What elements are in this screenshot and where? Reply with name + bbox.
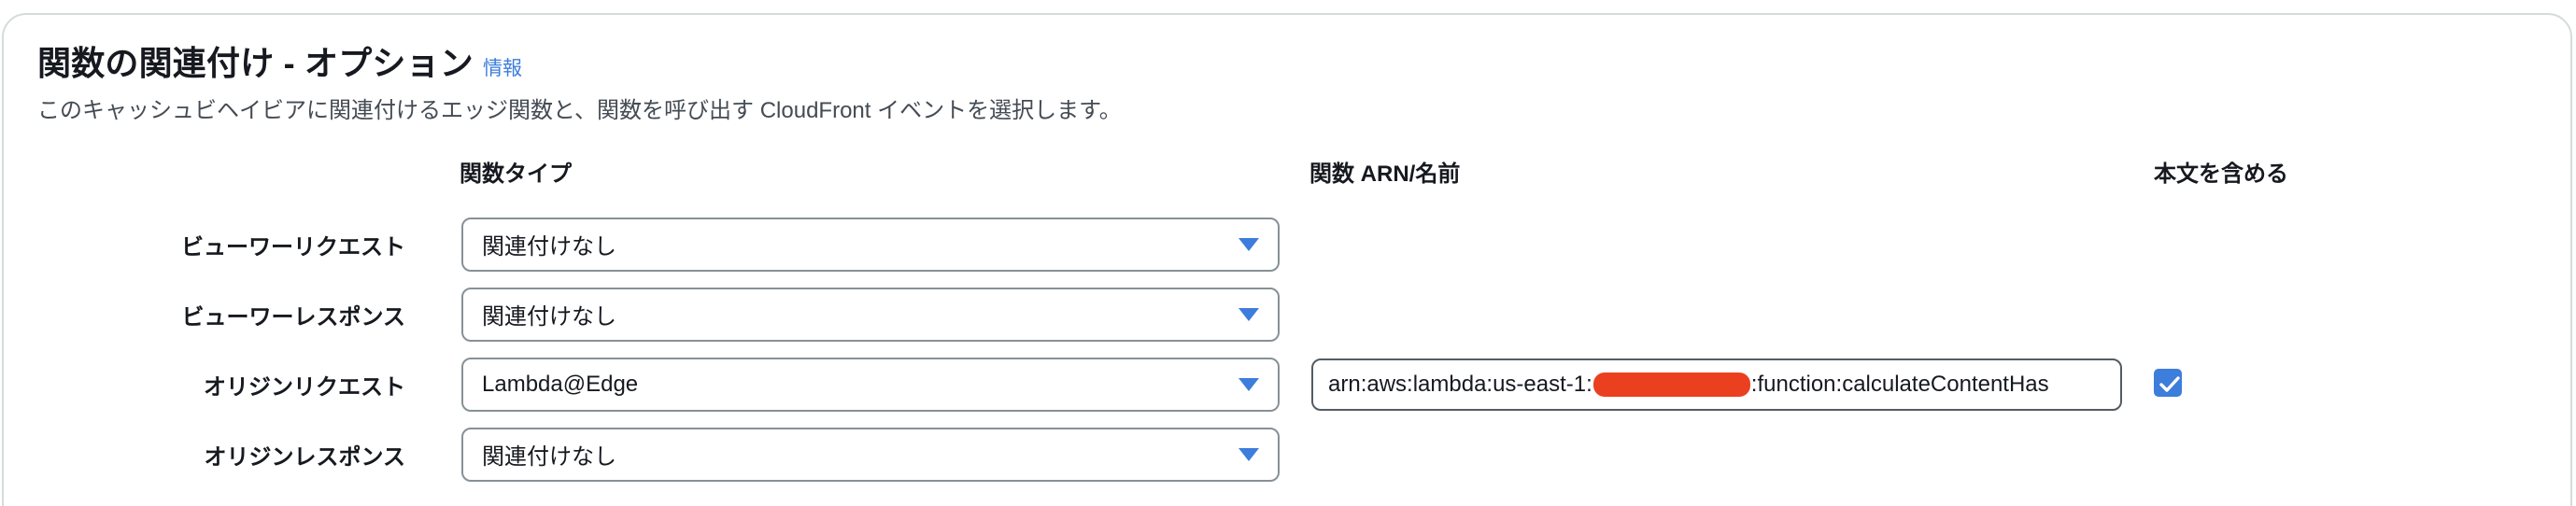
function-associations-panel: 関数の関連付け - オプション 情報 このキャッシュビヘイビアに関連付けるエッジ… [2, 13, 2572, 506]
row-label-viewer-response: ビューワーレスポンス [181, 304, 405, 330]
function-type-select-viewer-response[interactable]: 関連付けなし [461, 287, 1280, 342]
select-value: 関連付けなし [482, 234, 616, 260]
select-value: 関連付けなし [482, 304, 616, 330]
column-header-function-arn: 関数 ARN/名前 [1309, 162, 1461, 187]
chevron-down-icon [1238, 237, 1259, 251]
table-row: オリジンレスポンス 関連付けなし [4, 419, 2574, 489]
function-associations-grid: 関数タイプ 関数 ARN/名前 本文を含める ビューワーリクエスト 関連付けなし [4, 155, 2574, 489]
arn-prefix: arn:aws:lambda:us-east-1: [1328, 371, 1592, 397]
panel-header: 関数の関連付け - オプション 情報 このキャッシュビヘイビアに関連付けるエッジ… [37, 43, 2466, 127]
chevron-down-icon [1238, 307, 1259, 321]
row-label-origin-request: オリジンリクエスト [204, 374, 405, 400]
info-link[interactable]: 情報 [483, 58, 522, 79]
checkmark-icon [2159, 375, 2180, 392]
select-value: Lambda@Edge [482, 371, 639, 397]
column-header-function-type: 関数タイプ [460, 162, 572, 187]
select-value: 関連付けなし [482, 444, 616, 470]
chevron-down-icon [1238, 377, 1259, 391]
chevron-down-icon [1238, 447, 1259, 461]
title-row: 関数の関連付け - オプション 情報 [37, 43, 2466, 83]
redaction-block [1592, 372, 1750, 397]
function-type-select-origin-request[interactable]: Lambda@Edge [461, 357, 1280, 412]
function-type-select-origin-response[interactable]: 関連付けなし [461, 427, 1280, 482]
include-body-checkbox-origin-request[interactable] [2154, 368, 2186, 401]
select-control[interactable]: Lambda@Edge [461, 357, 1280, 412]
select-control[interactable]: 関連付けなし [461, 427, 1280, 482]
panel-description: このキャッシュビヘイビアに関連付けるエッジ関数と、関数を呼び出す CloudFr… [37, 98, 1122, 124]
arn-text-field[interactable]: arn:aws:lambda:us-east-1: :function:calcu… [1311, 358, 2122, 411]
row-label-origin-response: オリジンレスポンス [204, 444, 405, 470]
row-label-viewer-request: ビューワーリクエスト [181, 234, 405, 260]
grid-rows: ビューワーリクエスト 関連付けなし ビューワーレスポンス 関連付けなし [4, 209, 2574, 489]
select-control[interactable]: 関連付けなし [461, 217, 1280, 272]
table-row: オリジンリクエスト Lambda@Edge arn:aws:lambda:us-… [4, 349, 2574, 419]
arn-suffix: :function:calculateContentHas [1750, 371, 2049, 397]
table-row: ビューワーレスポンス 関連付けなし [4, 279, 2574, 349]
select-control[interactable]: 関連付けなし [461, 287, 1280, 342]
column-headers: 関数タイプ 関数 ARN/名前 本文を含める [4, 155, 2574, 200]
table-row: ビューワーリクエスト 関連付けなし [4, 209, 2574, 279]
checkbox-control[interactable] [2154, 368, 2182, 397]
column-header-include-body: 本文を含める [2154, 162, 2288, 187]
page-title: 関数の関連付け - オプション [37, 44, 474, 82]
function-type-select-viewer-request[interactable]: 関連付けなし [461, 217, 1280, 272]
function-arn-input-origin-request[interactable]: arn:aws:lambda:us-east-1: :function:calcu… [1311, 358, 2122, 411]
